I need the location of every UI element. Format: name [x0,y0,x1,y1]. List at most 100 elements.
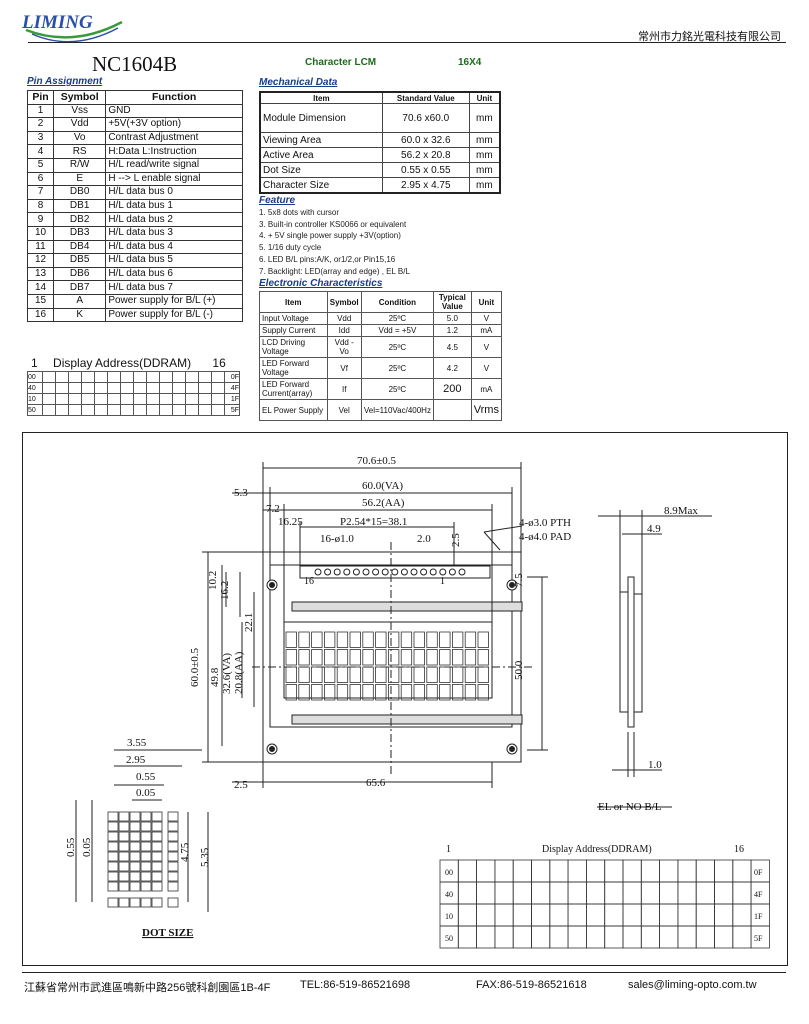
ddram-cell [133,371,147,383]
ddram-big-cell [494,925,514,949]
char-cell [451,649,464,666]
pin-cell: 3 [27,130,54,146]
footer-email[interactable]: sales@liming-opto.com.tw [628,979,757,991]
ddram-big-cell [750,925,770,949]
elec-cell: 25ºC [360,357,434,379]
pin-cell: Contrast Adjustment [105,130,243,146]
ddram-big-cell [494,881,514,905]
dim-pad: 4-ø4.0 PAD [519,531,571,543]
pin-hole [324,568,332,576]
ddram-cell [81,393,95,405]
ddram-big-end-addr: 0F [754,868,763,877]
pin-cell: 14 [27,280,54,295]
char-cell [477,666,489,683]
dot-cell [107,871,119,882]
ddram-start-addr: 50 [27,404,43,416]
dot-cell [167,841,179,852]
char-cell [298,649,310,666]
ddram-big-cell [604,881,624,905]
dot-cell [151,881,163,892]
pin-cell: 5 [27,157,54,173]
ddram-big-end: 16 [734,844,744,855]
mech-cell: Viewing Area [259,132,383,148]
pin-cell: H --> L enable signal [105,171,243,187]
ddram-cell [68,382,82,394]
dim-b-65-6: 65.6 [366,777,386,789]
dim-pth: 4-ø3.0 PTH [519,517,571,529]
pin-hole [343,568,351,576]
char-cell [477,649,489,666]
mech-cell: Module Dimension [259,103,383,133]
ddram-cell [211,393,225,405]
elec-cell: 25ºC [360,312,434,325]
feature-item: 7. Backlight: LED(array and edge) , EL B… [259,266,410,276]
dim-2-0: 2.0 [417,533,431,545]
dot-cell [107,851,119,862]
ddram-big-end-addr: 5F [754,934,763,943]
char-cell [400,649,413,666]
dot-cell [151,821,163,832]
char-cell [426,684,438,701]
company-name: 常州市力銘光電科技有限公司 [638,31,781,43]
ds-3-55: 3.55 [127,737,147,749]
ddram-cell [107,371,121,383]
footer-fax: FAX:86-519-86521618 [476,979,587,991]
feature-heading: Feature [259,195,296,206]
pin-assignment-heading: Pin Assignment [27,76,103,87]
ddram-big-cell [457,881,477,905]
ddram-big-cell [622,859,642,883]
char-cell [413,649,425,666]
ddram-cell [94,404,108,416]
ddram-start-addr: 00 [27,371,43,383]
elec-header-cell: Item [259,291,328,313]
pin-cell: H/L data bus 7 [105,280,243,295]
ddram-big-cell [677,881,697,905]
char-cell [298,631,310,648]
pin-cell: DB4 [52,239,107,255]
ddram-cell [185,404,199,416]
dim-b-2-5: 2.5 [234,779,248,791]
dim-viewing-height: 32.6(VA) [221,653,233,694]
dot-cell [167,811,179,822]
elec-cell: Vel [326,399,362,421]
dot-cell [129,841,141,852]
ddram-cell [198,382,212,394]
ddram-cell [172,382,186,394]
char-cell [336,684,349,701]
elec-header-cell: Condition [360,291,434,313]
ddram-big-cell [586,925,606,949]
ddram-start: 1 [31,356,38,370]
ddram-big-cell [622,925,642,949]
ddram-cell [198,404,212,416]
pin-hole [439,568,447,576]
char-cell [464,666,477,683]
char-cell [413,631,425,648]
elec-cell: LCD Driving Voltage [259,336,328,358]
elec-cell: 200 [432,378,472,400]
ddram-big-cell [695,903,715,927]
char-cell [451,666,464,683]
dot-cell [129,851,141,862]
char-cell [285,684,297,701]
elec-cell: Vf [326,357,362,379]
ddram-cell [172,404,186,416]
dot-cell [129,881,141,892]
electronic-characteristics-heading: Electronic Characteristics [259,278,383,289]
char-cell [323,631,336,648]
ds-0-55: 0.55 [136,771,156,783]
elec-cell: Vdd - Vo [326,336,362,358]
pin-cell: Power supply for B/L (-) [105,307,243,323]
pin-header-cell: Function [105,90,243,105]
ddram-cell [146,382,160,394]
char-cell [375,666,387,683]
ddram-start-addr: 10 [27,393,43,405]
ddram-big-cell [457,859,477,883]
